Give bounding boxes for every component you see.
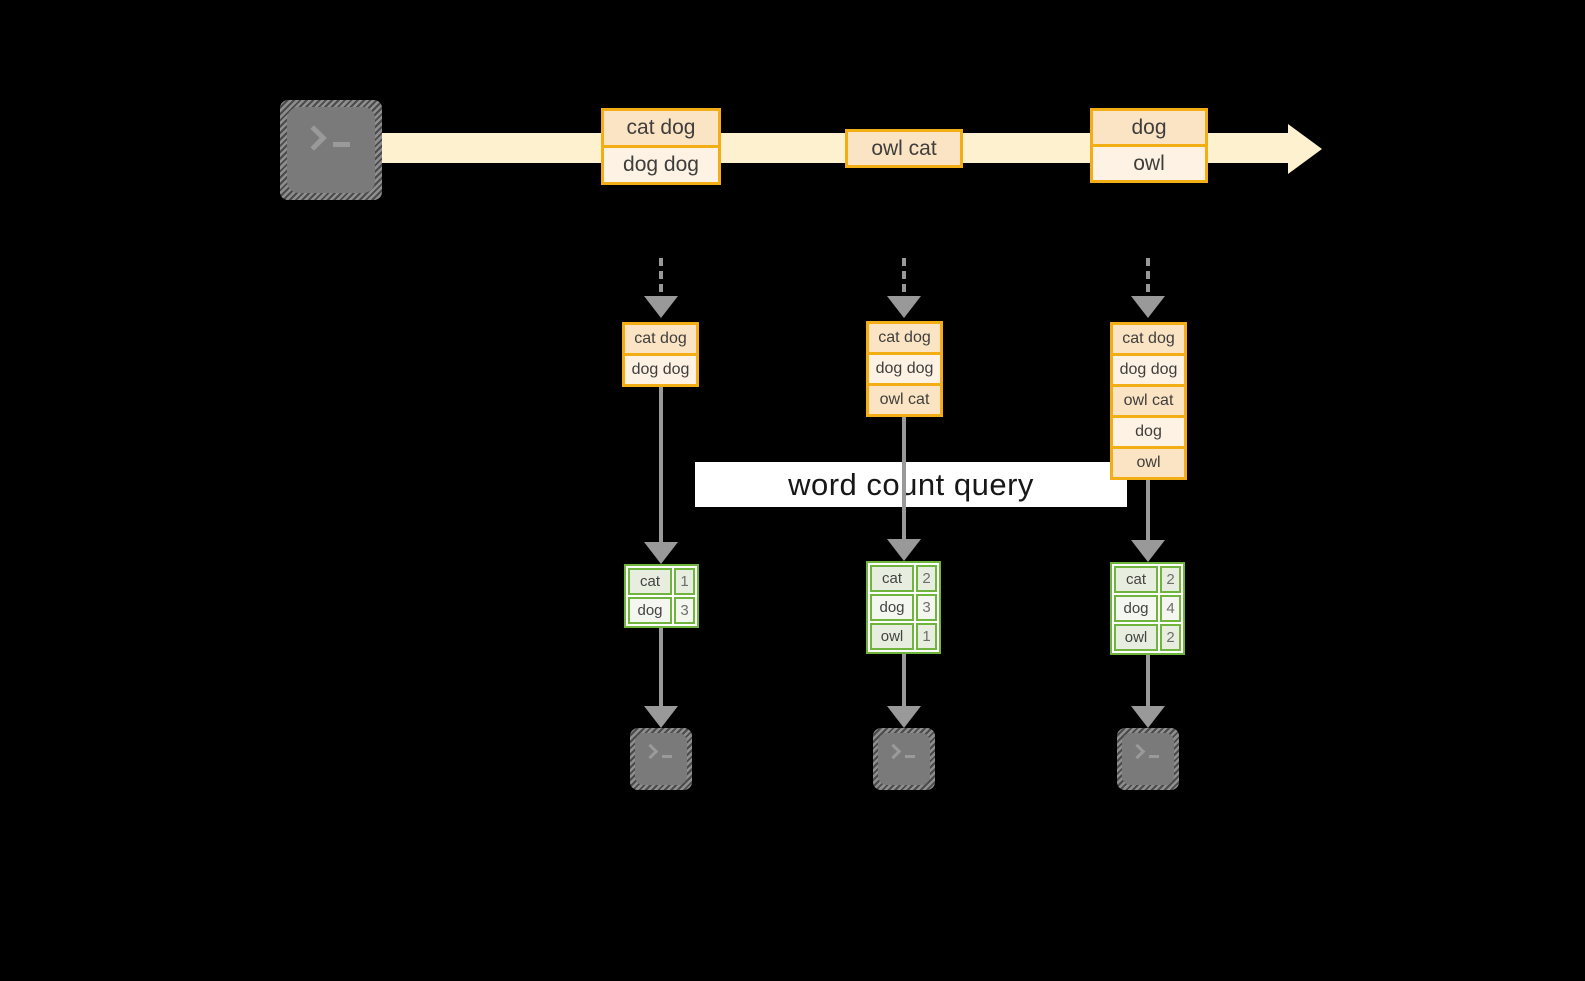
terminal-prompt-icon (642, 743, 672, 760)
sink-arrowhead-icon (1131, 706, 1165, 728)
terminal-screen (635, 733, 687, 785)
query-arrowhead-icon (887, 539, 921, 561)
stream-record: dog dog (604, 145, 718, 182)
count-cell: 3 (916, 594, 937, 621)
stream-record: owl (1093, 144, 1205, 180)
stream-batch: dog owl (1090, 108, 1208, 183)
query-arrowhead-icon (644, 542, 678, 564)
chevron-right-icon (885, 743, 902, 760)
cursor-icon (905, 755, 915, 758)
word-cell: cat (1114, 566, 1158, 593)
sink-arrow-line (659, 626, 663, 708)
word-count-table: cat 1 dog 3 (624, 564, 699, 628)
word-cell: cat (870, 565, 914, 592)
sink-arrowhead-icon (887, 706, 921, 728)
micro-batch-record: dog dog (625, 353, 696, 384)
micro-batch-record: owl cat (869, 383, 940, 414)
stream-record: owl cat (848, 132, 960, 165)
trigger-arrow-line (902, 258, 906, 292)
word-cell: owl (1114, 624, 1158, 651)
chevron-right-icon (301, 125, 327, 151)
cursor-icon (333, 142, 350, 147)
micro-batch: cat dog dog dog (622, 322, 699, 387)
micro-batch-record: owl cat (1113, 384, 1184, 415)
micro-batch-record: cat dog (1113, 325, 1184, 353)
micro-batch-record: cat dog (869, 324, 940, 352)
word-cell: owl (870, 623, 914, 650)
query-banner: word count query (695, 462, 1127, 507)
micro-batch-record: owl (1113, 446, 1184, 477)
sink-arrowhead-icon (644, 706, 678, 728)
query-arrowhead-icon (1131, 540, 1165, 562)
terminal-prompt-icon (1129, 743, 1159, 760)
micro-batch-record: cat dog (625, 325, 696, 353)
source-terminal-icon (280, 100, 382, 200)
micro-batch: cat dog dog dog owl cat dog owl (1110, 322, 1187, 480)
word-count-table: cat 2 dog 4 owl 2 (1110, 562, 1185, 655)
query-arrow-line (1146, 478, 1150, 542)
sink-terminal-icon (1117, 728, 1179, 790)
word-cell: cat (628, 568, 672, 595)
micro-batch-record: dog dog (869, 352, 940, 383)
trigger-arrowhead-icon (887, 296, 921, 318)
terminal-prompt-icon (885, 743, 915, 760)
sink-arrow-line (1146, 653, 1150, 708)
count-cell: 1 (674, 568, 695, 595)
count-cell: 2 (1160, 566, 1181, 593)
count-cell: 1 (916, 623, 937, 650)
query-arrow-line (659, 385, 663, 543)
terminal-screen (878, 733, 930, 785)
count-cell: 2 (1160, 624, 1181, 651)
query-arrow-line (902, 415, 906, 541)
word-cell: dog (870, 594, 914, 621)
terminal-prompt-icon (301, 125, 350, 151)
count-cell: 2 (916, 565, 937, 592)
terminal-screen (287, 107, 375, 193)
chevron-right-icon (642, 743, 659, 760)
micro-batch-record: dog dog (1113, 353, 1184, 384)
stream-batch: cat dog dog dog (601, 108, 721, 185)
word-count-table: cat 2 dog 3 owl 1 (866, 561, 941, 654)
micro-batch-record: dog (1113, 415, 1184, 446)
trigger-arrowhead-icon (1131, 296, 1165, 318)
word-cell: dog (628, 597, 672, 624)
cursor-icon (1149, 755, 1159, 758)
query-banner-label: word count query (788, 466, 1034, 502)
trigger-arrow-line (659, 258, 663, 292)
count-cell: 4 (1160, 595, 1181, 622)
terminal-screen (1122, 733, 1174, 785)
sink-arrow-line (902, 652, 906, 708)
cursor-icon (662, 755, 672, 758)
trigger-arrow-line (1146, 258, 1150, 292)
stream-record: dog (1093, 111, 1205, 144)
chevron-right-icon (1129, 743, 1146, 760)
sink-terminal-icon (873, 728, 935, 790)
sink-terminal-icon (630, 728, 692, 790)
stream-batch: owl cat (845, 129, 963, 168)
stream-record: cat dog (604, 111, 718, 145)
stream-arrowhead-icon (1288, 124, 1322, 174)
word-cell: dog (1114, 595, 1158, 622)
micro-batch: cat dog dog dog owl cat (866, 321, 943, 417)
count-cell: 3 (674, 597, 695, 624)
trigger-arrowhead-icon (644, 296, 678, 318)
